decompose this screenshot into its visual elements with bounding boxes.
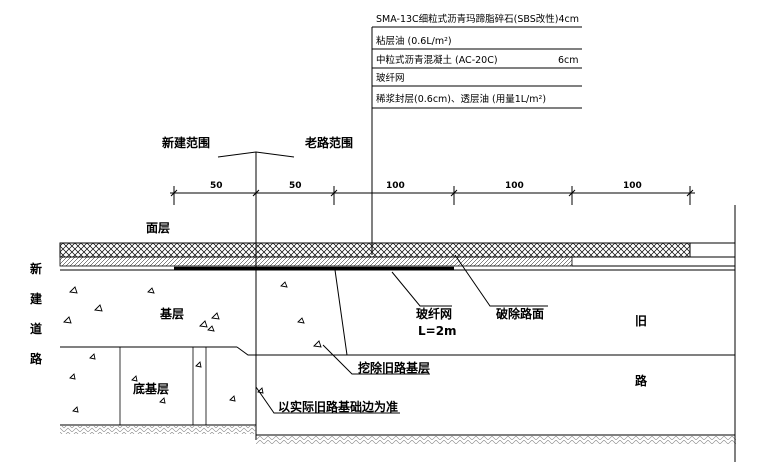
material-table: SMA-13C细粒式沥青玛蹄脂碎石(SBS改性)4cm 粘层油 (0.6L/m²… xyxy=(371,13,582,255)
side-label-2: 建 xyxy=(29,291,43,306)
callout-excavate-base: 挖除旧路基层 xyxy=(358,360,430,375)
dimension-line: 50 50 100 100 100 xyxy=(170,181,695,205)
side-label-4: 路 xyxy=(30,351,43,366)
subbase-course xyxy=(60,347,735,436)
label-surface-layer: 面层 xyxy=(146,221,170,235)
label-new-range: 新建范围 xyxy=(162,135,210,150)
label-old-range: 老路范围 xyxy=(305,135,353,150)
table-row-ac20c-thickness: 6cm xyxy=(558,55,579,66)
side-label-1: 新 xyxy=(30,261,42,276)
label-base-layer: 基层 xyxy=(159,306,184,321)
table-row-fiberglass: 玻纤网 xyxy=(376,72,405,84)
table-row-ac20c: 中粒式沥青混凝土 (AC-20C) xyxy=(376,54,498,66)
dim-1: 50 xyxy=(210,181,223,191)
table-row-sma13c: SMA-13C细粒式沥青玛蹄脂碎石(SBS改性)4cm xyxy=(376,13,579,25)
base-course xyxy=(60,269,735,356)
old-road-label-1: 旧 xyxy=(635,314,647,328)
label-subbase-layer: 底基层 xyxy=(133,381,169,396)
callout-leaders xyxy=(255,254,548,414)
dim-2: 50 xyxy=(289,181,302,191)
table-row-tack-coat: 粘层油 (0.6L/m²) xyxy=(376,35,452,47)
callout-mesh-length: L=2m xyxy=(418,324,457,338)
dim-5: 100 xyxy=(623,181,642,191)
dim-3: 100 xyxy=(386,181,405,191)
aggregate-symbols xyxy=(63,281,322,413)
callout-fiberglass-mesh: 玻纤网 xyxy=(416,306,452,321)
surface-course xyxy=(59,242,735,271)
old-road-label-2: 路 xyxy=(635,373,648,388)
table-row-slurry-seal: 稀浆封层(0.6cm)、透层油 (用量1L/m²) xyxy=(376,93,546,105)
ground-hatch-left xyxy=(60,426,256,434)
callout-milled-surface: 破除路面 xyxy=(496,306,544,321)
dim-4: 100 xyxy=(505,181,524,191)
side-label-3: 道 xyxy=(30,321,42,336)
callout-actual-edge: 以实际旧路基础边为准 xyxy=(278,399,398,414)
ground-hatch-right xyxy=(256,436,736,444)
